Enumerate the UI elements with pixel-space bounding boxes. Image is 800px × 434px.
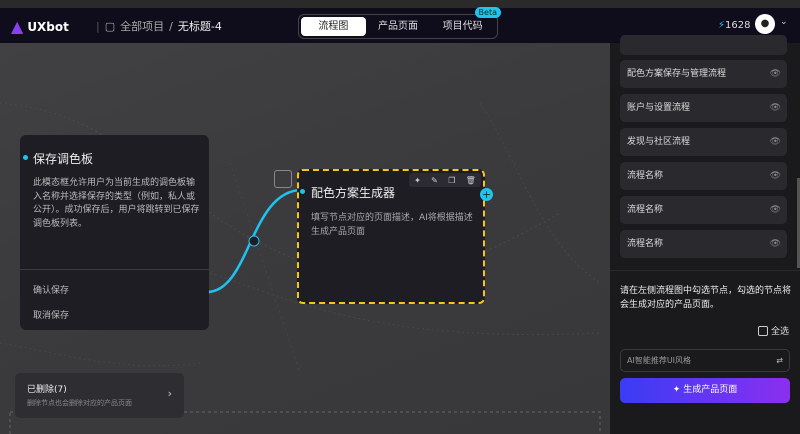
tab-project-code[interactable]: 项目代码: [442, 21, 483, 32]
chevron-right-icon[interactable]: ›: [167, 387, 172, 400]
node-title: 保存调色板: [33, 152, 94, 166]
tab-flowchart[interactable]: 流程图: [301, 17, 366, 36]
lightning-icon: ⚡: [718, 20, 726, 31]
node-save-palette[interactable]: 保存调色板 此模态框允许用户为当前生成的调色板输入名称并选择保存的类型（例如，私…: [20, 135, 209, 330]
checkbox[interactable]: [757, 325, 768, 336]
confirm-save-action[interactable]: 确认保存: [33, 286, 70, 296]
deleted-subtitle: 删除节点也会删除对应的产品页面: [27, 399, 132, 407]
cancel-save-action[interactable]: 取消保存: [33, 311, 70, 321]
generate-pages-button[interactable]: ✦ 生成产品页面: [620, 378, 790, 403]
eye-icon[interactable]: 👁: [769, 171, 781, 181]
connector-remove-icon: [248, 235, 260, 247]
eye-icon[interactable]: 👁: [769, 205, 781, 215]
flow-item[interactable]: 配色方案保存与管理流程👁: [620, 60, 787, 88]
add-node-icon[interactable]: +: [480, 188, 493, 201]
eye-icon[interactable]: 👁: [769, 103, 781, 113]
node-input-dot: [23, 155, 28, 160]
copy-icon[interactable]: ❐: [448, 175, 456, 185]
sidebar: 配色方案保存与管理流程👁 账户与设置流程👁 发现与社区流程👁 流程名称👁 流程名…: [610, 35, 800, 434]
scrollbar[interactable]: [797, 178, 800, 268]
flow-item[interactable]: 流程名称👁: [620, 230, 787, 258]
beta-badge: Beta: [474, 7, 501, 18]
deleted-panel[interactable]: 已删除(7) 删除节点也会删除对应的产品页面 ›: [15, 373, 184, 418]
folder-icon: ▢: [104, 19, 116, 33]
view-tabs: 流程图 产品页面 项目代码 Beta: [298, 7, 501, 39]
flow-item[interactable]: 流程名称👁: [620, 196, 787, 224]
trash-icon[interactable]: 🗑: [465, 175, 476, 185]
logo-icon: ▲: [11, 17, 24, 36]
edit-icon[interactable]: ✎: [431, 175, 438, 185]
swap-icon[interactable]: ⇄: [776, 356, 783, 365]
chevron-down-icon[interactable]: ⌄: [780, 17, 788, 27]
credits: ⚡1628: [718, 20, 751, 31]
eye-icon[interactable]: 👁: [769, 239, 781, 249]
select-all[interactable]: 全选: [757, 324, 789, 337]
flow-item-partial[interactable]: [620, 35, 787, 55]
node-toolbar: ✦ ✎ ❐ 🗑: [409, 173, 481, 187]
node-palette-generator[interactable]: ✦ ✎ ❐ 🗑 配色方案生成器 填写节点对应的页面描述，AI将根据描述生成产品页面 +: [297, 169, 493, 304]
hint-text: 请在左侧流程图中勾选节点，勾选的节点将会生成对应的产品页面。: [620, 286, 792, 310]
node-checkbox[interactable]: [274, 170, 292, 188]
breadcrumb: |▢全部项目/无标题-4: [96, 19, 222, 34]
breadcrumb-current[interactable]: 无标题-4: [177, 20, 222, 33]
flow-item[interactable]: 账户与设置流程👁: [620, 94, 787, 122]
ai-sparkle-icon[interactable]: ✦: [414, 175, 421, 185]
canvas-ghost-lines: [0, 102, 601, 374]
ui-style-input[interactable]: AI智能推荐UI风格⇄: [620, 349, 790, 372]
node-description: 填写节点对应的页面描述，AI将根据描述生成产品页面: [311, 213, 473, 237]
flow-item[interactable]: 流程名称👁: [620, 162, 787, 190]
avatar[interactable]: ●: [755, 14, 775, 34]
sparkle-icon: ✦: [672, 385, 684, 395]
top-strip: [0, 0, 800, 8]
eye-icon[interactable]: 👁: [769, 137, 781, 147]
node-input-dot: [300, 189, 305, 194]
logo[interactable]: ▲UXbot: [11, 17, 69, 36]
node-description: 此模态框允许用户为当前生成的调色板输入名称并选择保存的类型（例如，私人或公开）。…: [33, 178, 200, 229]
flow-item[interactable]: 发现与社区流程👁: [620, 128, 787, 156]
breadcrumb-root[interactable]: 全部项目: [120, 20, 165, 33]
header: ▲UXbot |▢全部项目/无标题-4 流程图 产品页面 项目代码 Beta ⚡…: [0, 7, 800, 43]
deleted-title: 已删除(7): [27, 385, 67, 395]
tab-product-pages[interactable]: 产品页面: [378, 21, 418, 32]
eye-icon[interactable]: 👁: [769, 69, 781, 79]
node-title: 配色方案生成器: [311, 186, 396, 200]
